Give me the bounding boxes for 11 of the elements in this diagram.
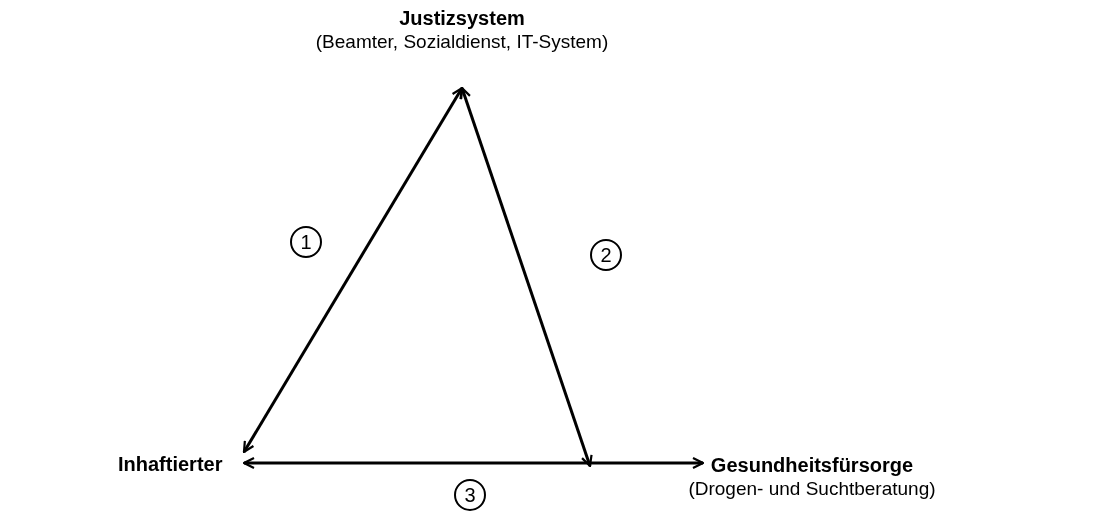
node-title: Inhaftierter bbox=[118, 452, 223, 476]
node-subtitle: (Drogen- und Suchtberatung) bbox=[688, 477, 936, 501]
edge-label: 2 bbox=[590, 239, 622, 271]
double-arrow bbox=[459, 86, 593, 468]
node-title: Gesundheitsfürsorge bbox=[710, 453, 914, 477]
double-arrow bbox=[242, 456, 705, 470]
double-arrow bbox=[242, 86, 464, 454]
edge-label: 1 bbox=[290, 226, 322, 258]
node-title: Justizsystem bbox=[399, 6, 525, 30]
node-subtitle: (Beamter, Sozialdienst, IT-System) bbox=[315, 30, 609, 54]
edge-label: 3 bbox=[454, 479, 486, 511]
